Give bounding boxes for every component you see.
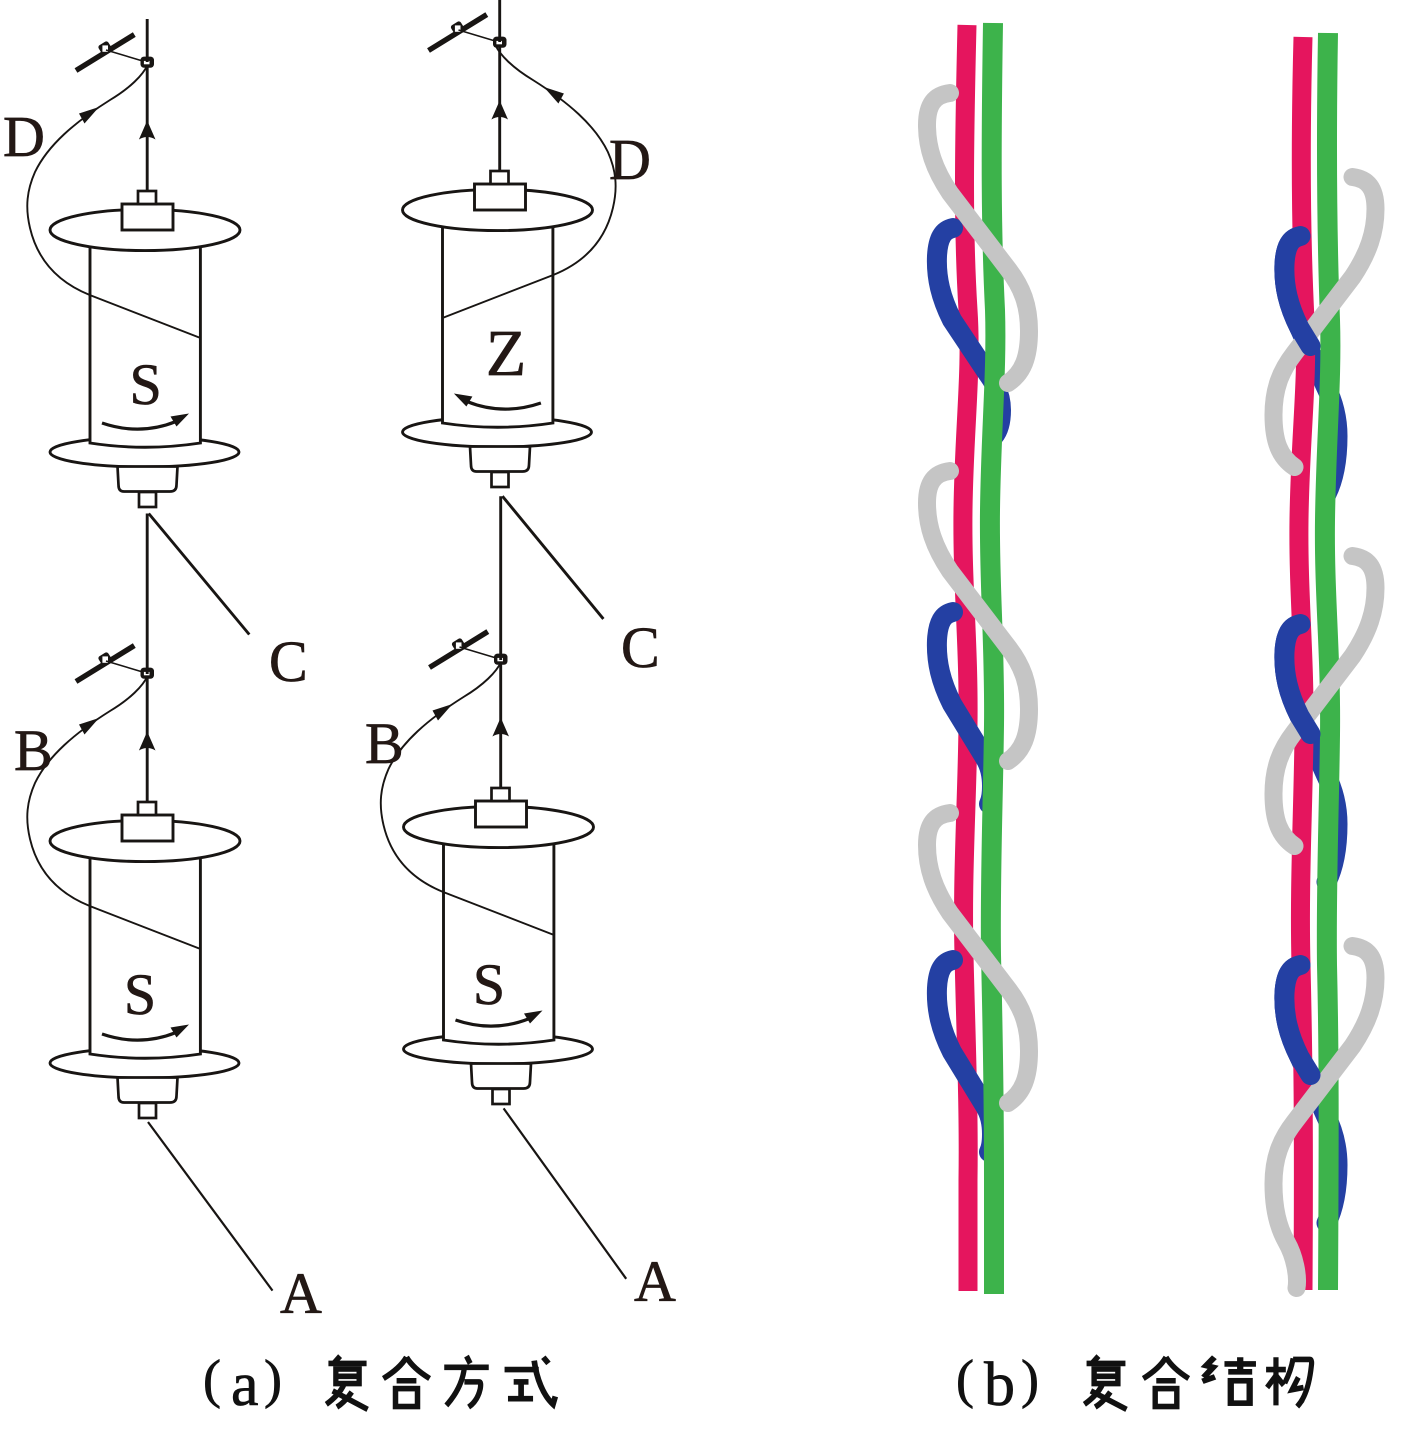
svg-text:(: ( xyxy=(203,1349,221,1409)
svg-text:Z: Z xyxy=(486,317,526,390)
svg-text:): ) xyxy=(264,1349,282,1409)
svg-text:): ) xyxy=(1021,1349,1039,1409)
svg-text:S: S xyxy=(129,352,161,417)
svg-text:C: C xyxy=(621,615,660,680)
svg-text:a: a xyxy=(231,1351,259,1419)
svg-text:S: S xyxy=(473,952,505,1017)
svg-text:A: A xyxy=(280,1261,322,1326)
svg-text:(: ( xyxy=(956,1349,974,1409)
svg-text:S: S xyxy=(124,962,156,1027)
svg-text:b: b xyxy=(984,1351,1015,1419)
svg-text:D: D xyxy=(3,104,45,169)
svg-text:C: C xyxy=(269,629,308,694)
svg-text:D: D xyxy=(609,127,651,192)
svg-text:B: B xyxy=(14,718,53,783)
svg-text:A: A xyxy=(634,1249,676,1314)
svg-text:B: B xyxy=(365,711,404,776)
